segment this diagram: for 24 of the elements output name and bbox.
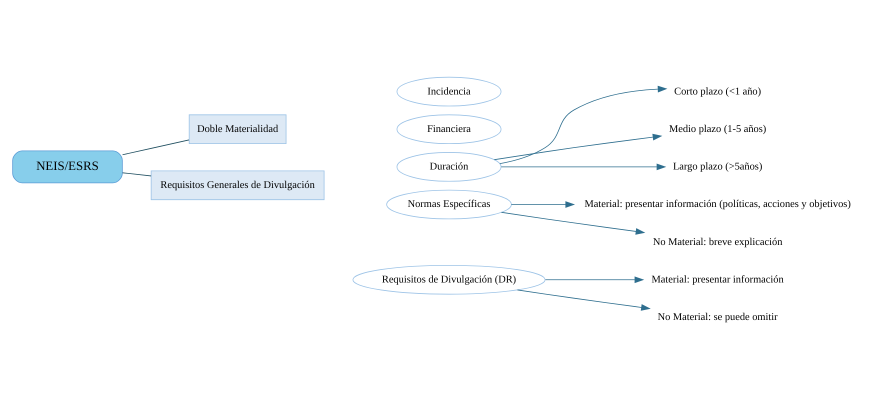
node-text: Medio plazo (1-5 años) <box>669 124 766 135</box>
connector <box>122 140 190 156</box>
node-text: Corto plazo (<1 año) <box>674 86 762 98</box>
arrow <box>501 212 646 235</box>
arrow <box>511 201 576 208</box>
node-text: No Material: breve explicación <box>652 236 782 248</box>
node-box: Requisitos Generales de Divulgación <box>150 170 324 200</box>
node-ellipse: Normas Específicas <box>386 190 512 220</box>
node-box: Doble Materialidad <box>188 114 286 144</box>
node-ellipse: Requisitos de Divulgación (DR) <box>352 264 546 295</box>
node-ellipse: Duración <box>396 152 502 182</box>
node-text: Largo plazo (>5años) <box>672 162 762 173</box>
node-ellipse: Incidencia <box>396 76 502 106</box>
node-ellipse: Financiera <box>396 114 502 144</box>
arrow <box>499 86 668 164</box>
node-text: Material: presentar información (políticas, acciones y objetivos) <box>584 199 851 210</box>
node-text: Material: presentar información <box>652 274 784 286</box>
node-text: No Material: se puede omitir <box>658 312 778 324</box>
arrow <box>500 164 666 170</box>
arrow <box>545 276 644 284</box>
arrow <box>494 134 662 160</box>
arrow <box>517 290 651 311</box>
connector <box>122 172 152 176</box>
node-box: NEIS/ESRS <box>12 150 123 184</box>
